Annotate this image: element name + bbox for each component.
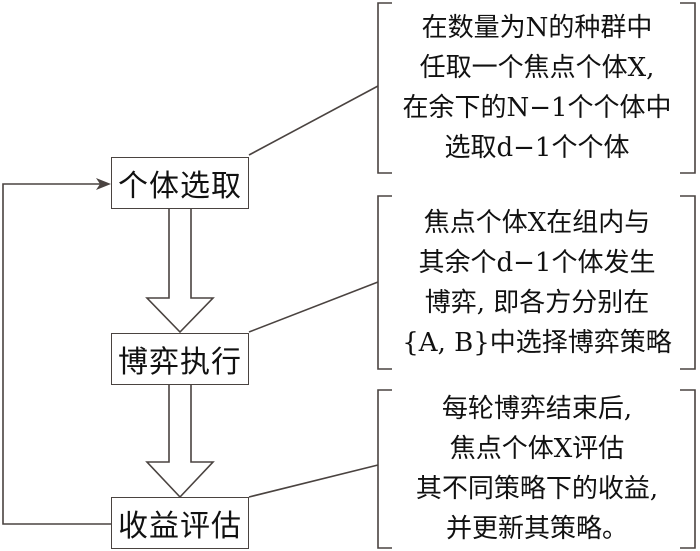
note-selection: 在数量为N的种群中 任取一个焦点个体X, 在余下的N−1个个体中 选取d−1个个… xyxy=(378,3,696,173)
connector-2 xyxy=(248,281,379,333)
note-game: 焦点个体X在组内与 其余个d−1个体发生 博弈, 即各方分别在 {A, B}中选… xyxy=(378,196,696,369)
note-line: 博弈, 即各方分别在 xyxy=(424,287,650,318)
note-line: 在余下的N−1个个体中 xyxy=(402,93,672,123)
arrowhead-icon xyxy=(96,178,111,190)
note-line: {A, B}中选择博弈策略 xyxy=(402,327,672,358)
step-label: 博弈执行 xyxy=(118,345,242,380)
step-label: 收益评估 xyxy=(118,509,242,544)
step-game-execution: 博弈执行 xyxy=(111,333,249,385)
feedback-loop-line xyxy=(2,183,111,525)
bracket-1 xyxy=(377,2,696,174)
bracket-3 xyxy=(377,389,696,549)
note-line: 在数量为N的种群中 xyxy=(421,13,653,43)
block-arrow-2 xyxy=(145,385,215,499)
note-line: 焦点个体X评估 xyxy=(449,434,625,464)
step-label: 个体选取 xyxy=(118,169,242,204)
note-evaluation: 每轮博弈结束后, 焦点个体X评估 其不同策略下的收益, 并更新其策略。 xyxy=(378,390,696,548)
note-line: 其不同策略下的收益, xyxy=(415,474,659,504)
note-line: 任取一个焦点个体X, xyxy=(419,53,655,83)
step-individual-selection: 个体选取 xyxy=(111,157,249,209)
connector-3 xyxy=(248,464,379,498)
step-payoff-evaluation: 收益评估 xyxy=(111,497,249,549)
note-line: 其余个d−1个体发生 xyxy=(418,247,656,278)
note-line: 每轮博弈结束后, xyxy=(441,394,633,424)
note-line: 并更新其策略。 xyxy=(445,514,628,544)
note-line: 焦点个体X在组内与 xyxy=(423,207,651,238)
block-arrow-1 xyxy=(145,209,215,334)
note-line: 选取d−1个个体 xyxy=(444,133,630,163)
connector-1 xyxy=(248,85,379,156)
